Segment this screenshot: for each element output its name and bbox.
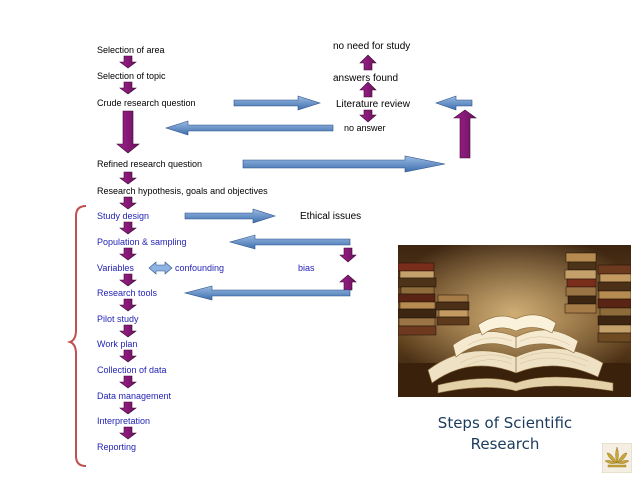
slide-title-line-2: Research [470,435,540,453]
books-photo [398,245,631,397]
label-literature-review: Literature review [336,99,410,110]
down-arrow-icon [119,196,137,210]
step-variables: Variables [97,263,134,273]
label-bias: bias [298,263,315,273]
slide-title: Steps of Scientific Research [405,413,605,455]
label-answers-found: answers found [333,73,399,84]
down-arrow-icon [119,171,137,185]
left-arrow-icon [165,120,334,136]
right-arrow-icon [233,95,321,111]
double-arrow-icon [148,261,173,275]
step-crude-research-question: Crude research question [97,98,196,108]
down-arrow-icon [119,426,137,440]
down-arrow-icon [119,298,137,312]
step-research-tools: Research tools [97,288,158,298]
step-selection-of-topic: Selection of topic [97,71,166,81]
down-arrow-icon [119,375,137,389]
up-arrow-icon [339,274,357,291]
step-pilot-study: Pilot study [97,314,139,324]
right-arrow-icon [184,208,276,224]
down-arrow-icon [119,221,137,235]
left-brace [66,205,87,467]
down-arrow-icon [119,81,137,95]
step-work-plan: Work plan [97,339,138,349]
down-arrow-icon [119,55,137,69]
label-no-need-for-study: no need for study [333,41,411,52]
down-arrow-icon [116,110,140,154]
up-arrow-icon [359,81,377,98]
step-study-design: Study design [97,211,150,221]
step-interpretation: Interpretation [97,416,151,426]
label-ethical-issues: Ethical issues [300,211,362,222]
label-confounding: confounding [175,263,225,273]
right-arrow-icon [242,155,446,173]
left-arrow-icon [183,285,351,301]
up-arrow-icon [359,54,377,71]
down-arrow-icon [119,273,137,287]
step-collection-of-data: Collection of data [97,365,167,375]
up-arrow-icon [453,109,477,159]
step-selection-of-area: Selection of area [97,45,165,55]
step-research-hypothesis: Research hypothesis, goals and objective… [97,186,268,196]
label-no-answer: no answer [344,123,386,133]
left-arrow-icon [435,95,473,111]
lotus-logo-icon [601,442,633,474]
down-arrow-icon [119,349,137,363]
down-arrow-icon [339,247,357,263]
step-reporting: Reporting [97,442,137,452]
step-data-management: Data management [97,391,172,401]
step-population-sampling: Population & sampling [97,237,187,247]
slide-title-line-1: Steps of Scientific [437,414,573,432]
down-arrow-icon [359,109,377,123]
left-arrow-icon [228,234,351,250]
down-arrow-icon [119,324,137,338]
down-arrow-icon [119,247,137,261]
down-arrow-icon [119,401,137,415]
step-refined-research-question: Refined research question [97,159,203,169]
